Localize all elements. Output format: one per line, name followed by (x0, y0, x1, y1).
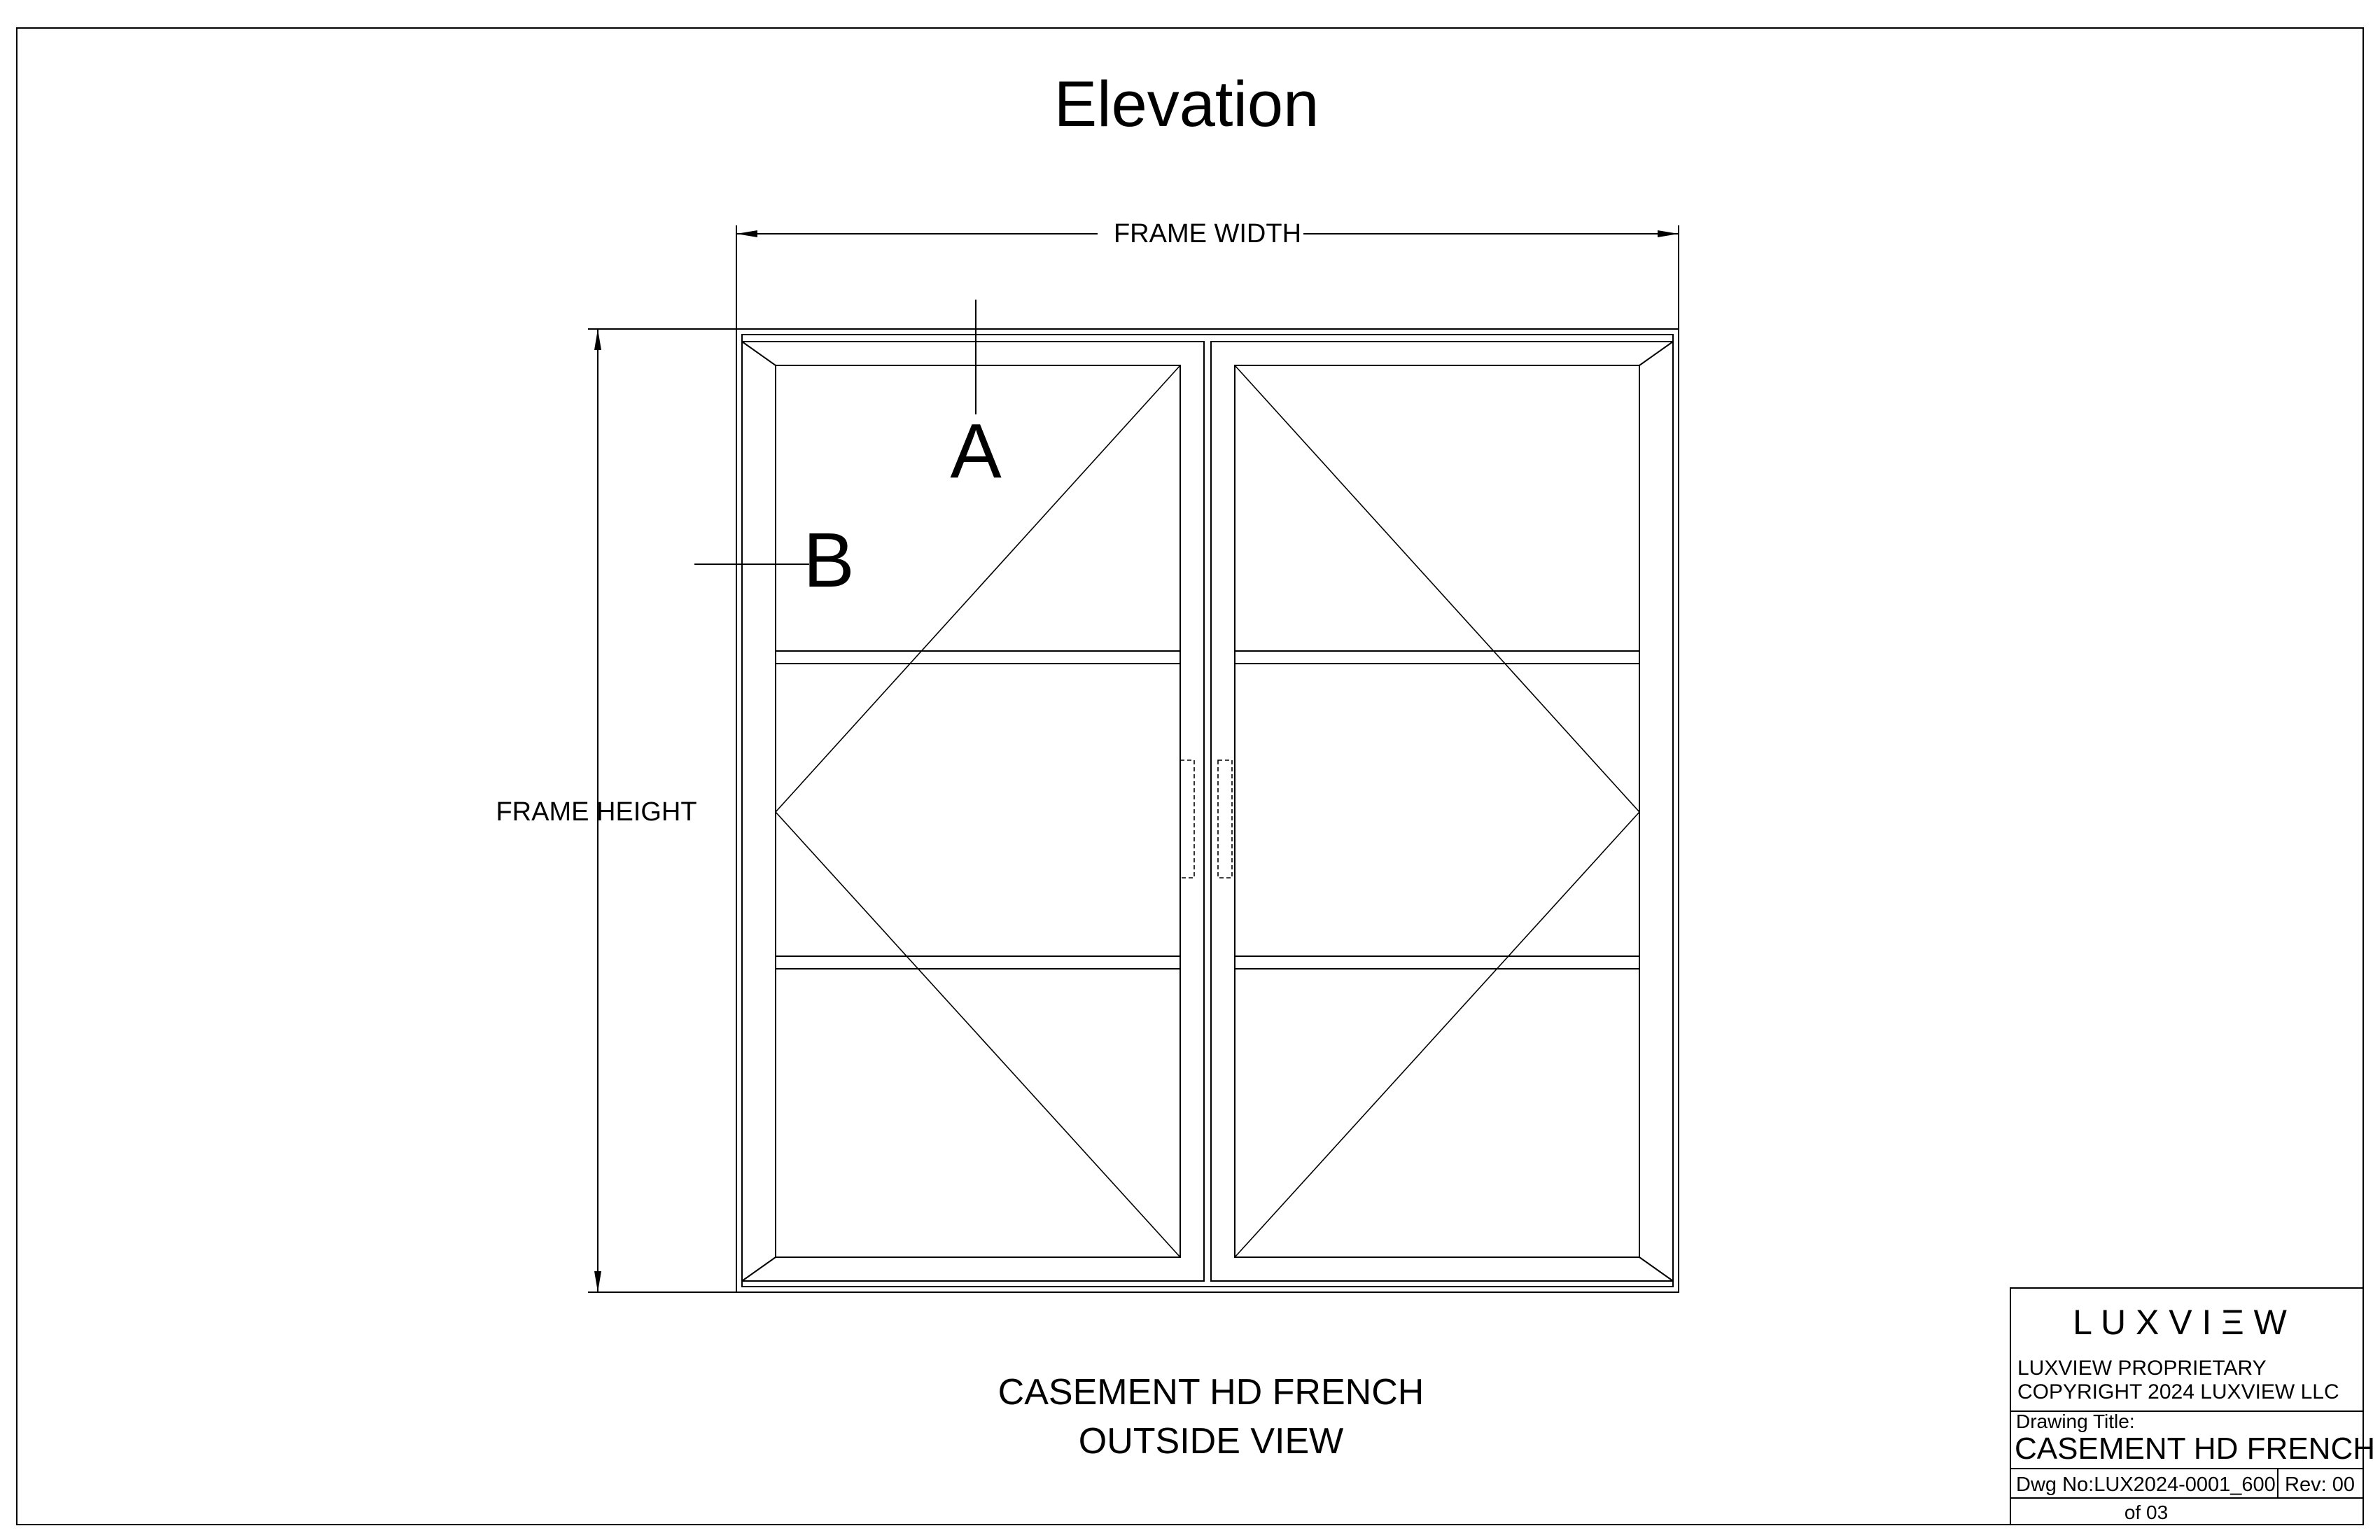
caption-line-1: CASEMENT HD FRENCH (998, 1372, 1424, 1413)
sheet-border (16, 27, 2364, 1525)
left-sash-swing-lines (774, 365, 1181, 1258)
callout-b-label: B (803, 517, 854, 603)
left-handle (1180, 760, 1195, 878)
title-block (2010, 1287, 2364, 1525)
window-elevation (694, 300, 1679, 1293)
outer-frame (736, 328, 1679, 1293)
right-sash-swing-lines (1234, 365, 1641, 1258)
frame-height-dimension (588, 328, 736, 1293)
frame-width-label: FRAME WIDTH (1114, 219, 1301, 248)
proprietary-line-2: COPYRIGHT 2024 LUXVIEW LLC (2017, 1380, 2339, 1404)
frame-inner-line (741, 334, 1674, 1287)
right-handle (1217, 760, 1233, 878)
callout-a-label: A (950, 408, 1002, 494)
brand-logo: L U X V I Ξ W (2073, 1303, 2287, 1342)
frame-width-dimension (736, 225, 1679, 333)
sheet-number: of 03 (2124, 1502, 2168, 1523)
drawing-number: Dwg No:LUX2024-0001_600 (2016, 1474, 2276, 1496)
drawing-title-label: Drawing Title: (2016, 1410, 2135, 1432)
page-title: Elevation (1054, 69, 1319, 140)
revision: Rev: 00 (2285, 1474, 2355, 1496)
right-sash (1210, 341, 1674, 1282)
proprietary-line-1: LUXVIEW PROPRIETARY (2017, 1357, 2267, 1380)
caption-line-2: OUTSIDE VIEW (1079, 1421, 1343, 1462)
drawing-title: CASEMENT HD FRENCH (2015, 1432, 2375, 1466)
left-sash (741, 341, 1205, 1282)
frame-height-label: FRAME HEIGHT (496, 797, 696, 827)
